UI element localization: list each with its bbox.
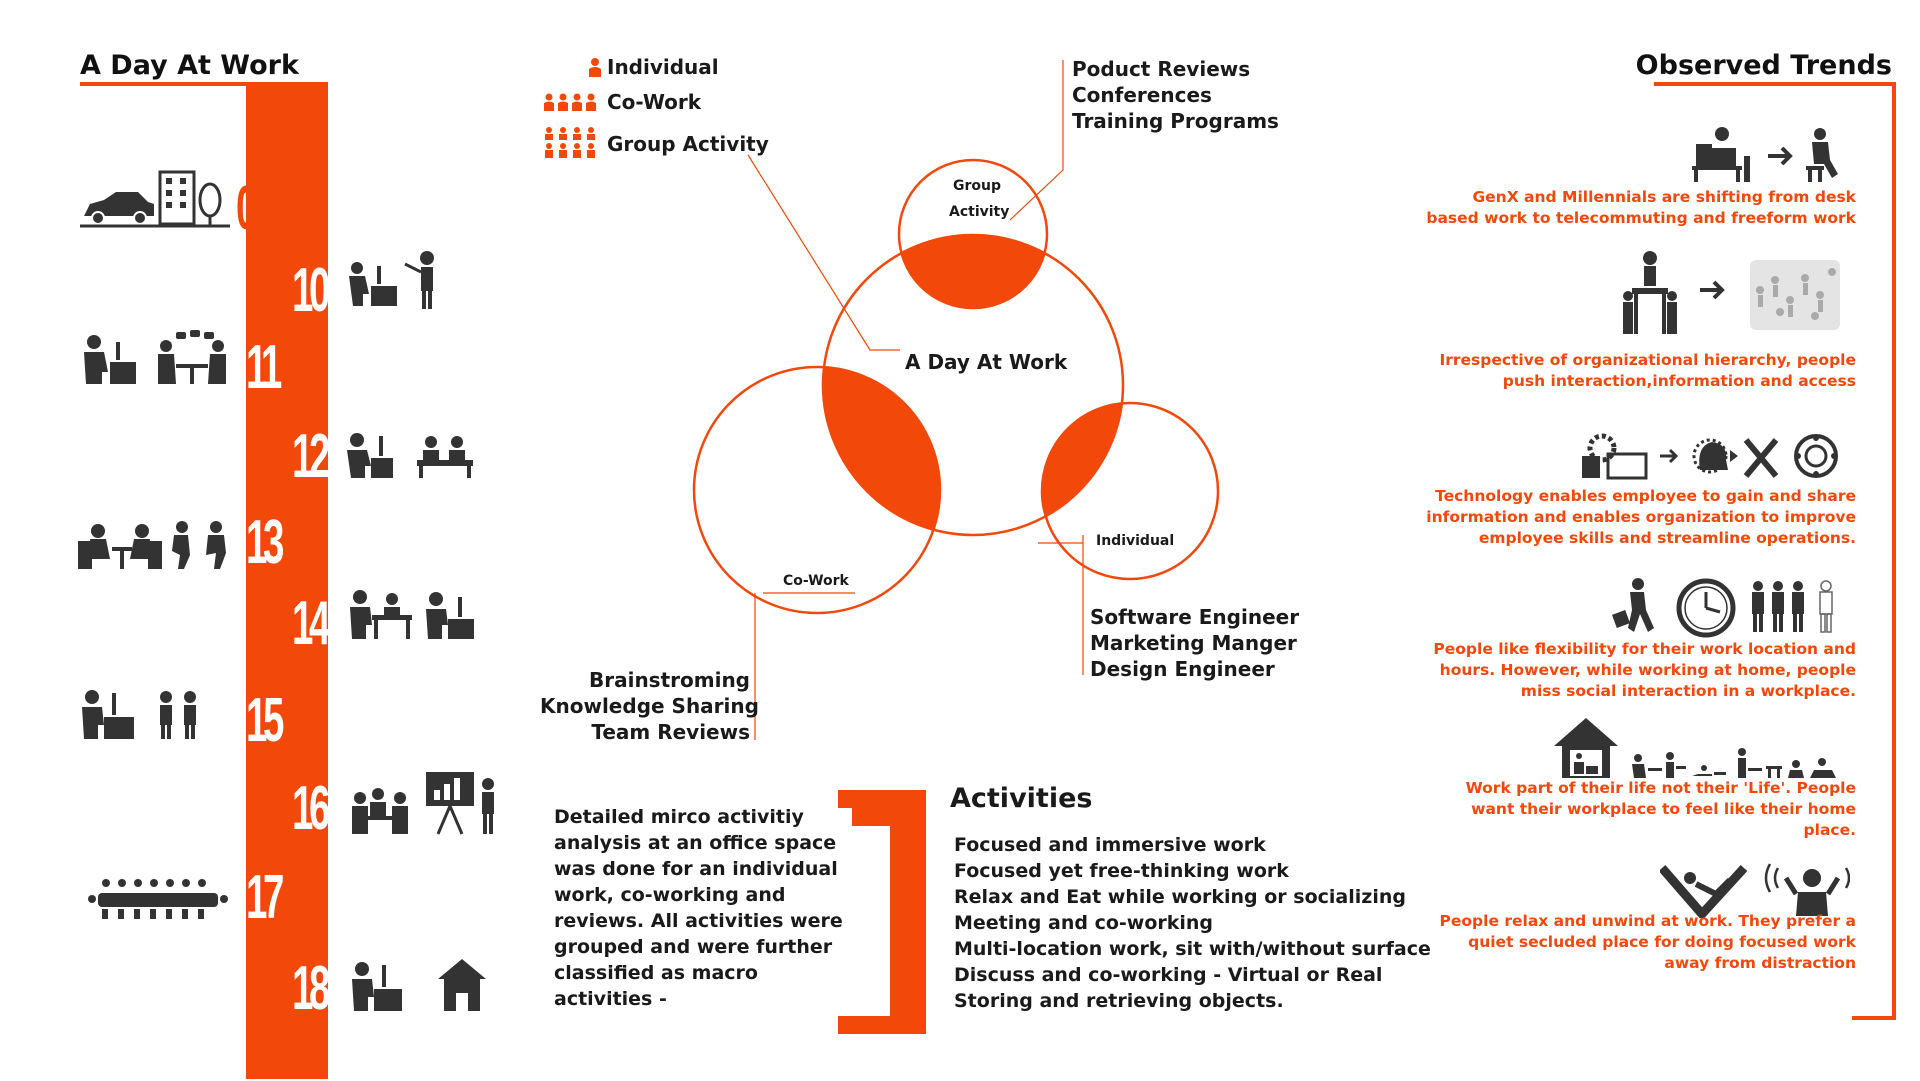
hour-18: 18 (292, 954, 330, 1023)
description-text: Detailed mirco activitiy analysis at an … (554, 806, 843, 1010)
list-item: Poduct Reviews (1072, 57, 1251, 81)
home-workplace-icon (1552, 716, 1852, 780)
hour-15: 15 (246, 686, 284, 755)
list-item: Multi-location work, sit with/without su… (954, 938, 1431, 960)
desk-meeting-icon (80, 328, 230, 386)
hour-14: 14 (292, 589, 330, 658)
list-item: Team Reviews (591, 720, 750, 744)
list-item: Brainstroming (588, 668, 750, 692)
hour-10: 10 (292, 256, 330, 325)
group-circle-label-2: Activity (949, 204, 1010, 220)
list-item: Meeting and co-working (954, 912, 1214, 934)
group-activities-list: Poduct Reviews Conferences Training Prog… (1072, 56, 1279, 134)
activities-title: Activities (950, 783, 1093, 814)
trends-side-rule (1892, 82, 1896, 1020)
group-icon (544, 93, 600, 111)
bracket-shape (838, 790, 926, 1034)
conference-table-icon (88, 873, 228, 921)
relax-unwind-icon (1660, 858, 1850, 918)
legend-individual: Individual (607, 55, 719, 79)
trend-text-1: GenX and Millennials are shifting from d… (1426, 188, 1856, 227)
list-item: Focused yet free-thinking work (954, 860, 1289, 882)
left-title: A Day At Work (80, 50, 299, 81)
trends-title: Observed Trends (1635, 50, 1892, 81)
hour-17: 17 (246, 863, 284, 932)
leader-line-group (1009, 60, 1064, 221)
trend-text-4: People like flexibility for their work l… (1433, 640, 1856, 700)
list-item: Conferences (1072, 83, 1212, 107)
list-item: Knowledge Sharing (540, 694, 759, 718)
timeline-bar (246, 82, 328, 1079)
hour-13: 13 (246, 508, 284, 577)
group-circle-label-1: Group (953, 178, 1002, 194)
activities-list: Focused and immersive work Focused yet f… (954, 832, 1431, 1014)
cowork-circle (692, 365, 942, 615)
legend-cowork: Co-Work (607, 90, 702, 114)
trend-text-5: Work part of their life not their 'Life'… (1465, 779, 1856, 839)
trend-text-2: Irrespective of organizational hierarchy… (1439, 351, 1856, 390)
individual-circle (1040, 401, 1220, 581)
technology-skills-icon (1580, 430, 1840, 482)
desk-standing-icon (80, 685, 210, 741)
flexibility-time-icon (1612, 578, 1842, 640)
center-circle (821, 233, 1125, 537)
leader-line-legend (747, 154, 900, 351)
hour-12: 12 (292, 422, 330, 491)
cowork-activities-list: Brainstroming Knowledge Sharing Team Rev… (540, 667, 759, 745)
list-item: Marketing Manger (1090, 631, 1297, 655)
venn-center-label: A Day At Work (905, 350, 1068, 374)
desk-to-freeform-icon (1690, 126, 1845, 184)
hour-11: 11 (246, 333, 282, 402)
individual-roles-list: Software Engineer Marketing Manger Desig… (1090, 604, 1299, 682)
desk-presentation-icon (345, 250, 440, 310)
list-item: Discuss and co-working - Virtual or Real (954, 964, 1383, 986)
hour-09: 09 (236, 174, 274, 243)
trends-bottom-rule (1852, 1016, 1896, 1020)
list-item: Design Engineer (1090, 657, 1275, 681)
group-circle (897, 158, 1049, 310)
desk-work-icon (345, 430, 475, 480)
desk-chat-icon (348, 585, 478, 641)
crowd-icon (544, 127, 600, 159)
list-item: Software Engineer (1090, 605, 1300, 629)
list-item: Focused and immersive work (954, 834, 1266, 856)
trend-text-6: People relax and unwind at work. They pr… (1439, 912, 1856, 972)
list-item: Storing and retrieving objects. (954, 990, 1284, 1012)
commute-car-building-icon (80, 170, 230, 230)
meeting-presentation-icon (350, 770, 500, 836)
venn-intersections (823, 235, 1123, 535)
cowork-circle-label: Co-Work (783, 573, 849, 589)
legend-group-activity: Group Activity (607, 132, 769, 156)
trend-text-3: Technology enables employee to gain and … (1426, 487, 1856, 547)
list-item: Relax and Eat while working or socializi… (954, 886, 1406, 908)
hierarchy-to-network-icon (1620, 250, 1845, 338)
hour-16: 16 (292, 774, 330, 843)
cafe-chat-icon (76, 515, 231, 571)
left-title-underline (80, 82, 328, 86)
trends-title-underline (1654, 82, 1896, 86)
list-item: Training Programs (1072, 109, 1279, 133)
person-icon (588, 57, 602, 77)
desk-home-icon (350, 955, 490, 1013)
individual-circle-label: Individual (1096, 533, 1175, 549)
